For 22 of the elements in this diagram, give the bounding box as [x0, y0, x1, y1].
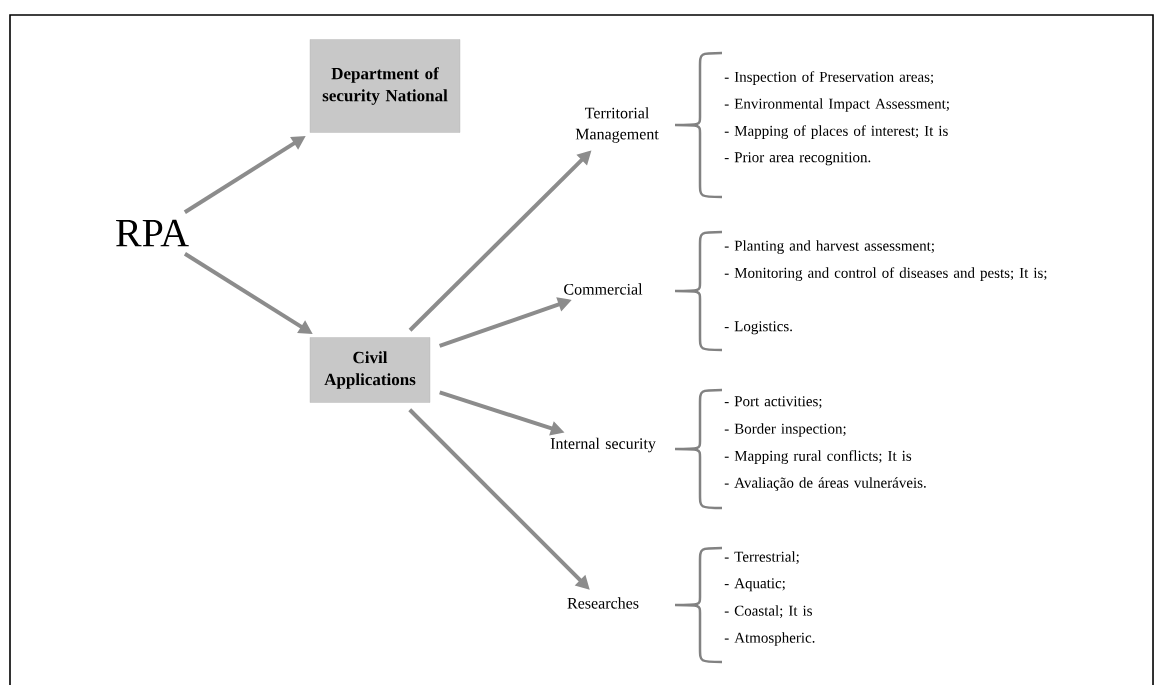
- list-item: - Monitoring and control of diseases and pests; It is;: [724, 267, 1047, 281]
- list-item: - Mapping of places of interest; It is: [724, 125, 948, 139]
- category-label: Internal security: [550, 437, 656, 453]
- list-item: - Coastal; It is: [724, 605, 812, 618]
- list-item: - Atmospheric.: [724, 632, 815, 646]
- list-item: - Mapping rural conflicts; It is: [724, 450, 912, 464]
- list-item: - Aquatic;: [724, 578, 785, 592]
- category-box: Department of security National: [309, 39, 461, 133]
- list-item: - Inspection of Preservation areas;: [724, 71, 933, 85]
- list-item: - Border inspection;: [724, 423, 846, 437]
- list-item: - Environmental Impact Assessment;: [724, 98, 949, 112]
- category-box: Civil Applications: [309, 337, 431, 403]
- list-item: - Planting and harvest assessment;: [724, 240, 934, 254]
- category-label: Territorial Management: [575, 107, 659, 143]
- title-text: RPA: [116, 219, 189, 247]
- list-item: - Logistics.: [724, 321, 792, 335]
- category-label: Researches: [567, 597, 639, 609]
- list-item: - Prior area recognition.: [724, 152, 871, 166]
- list-item: - Terrestrial;: [724, 551, 799, 564]
- list-item: - Port activities;: [724, 396, 822, 409]
- category-label: Commercial: [564, 283, 643, 295]
- list-item: - Avaliação de áreas vulneráveis.: [724, 477, 926, 491]
